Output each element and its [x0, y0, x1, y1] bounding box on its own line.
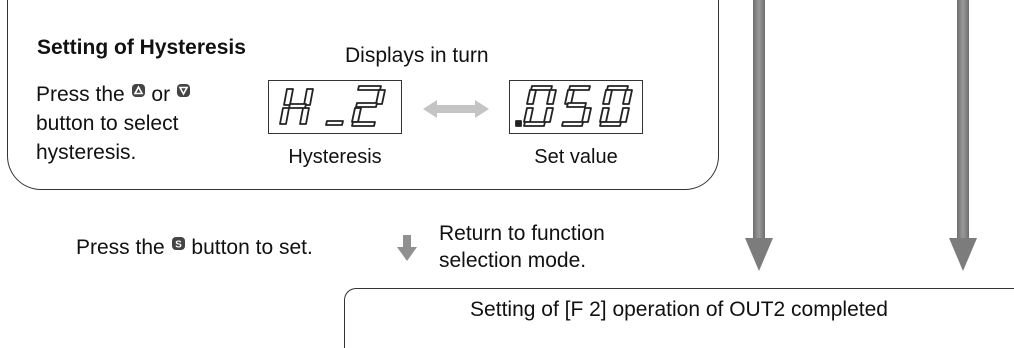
displays-caption: Displays in turn	[345, 44, 489, 67]
left-display-digits	[279, 85, 386, 127]
completed-label: Setting of [F 2] operation of OUT2 compl…	[470, 298, 888, 321]
left-display	[268, 80, 402, 134]
panel-title: Setting of Hysteresis	[37, 36, 246, 59]
instruction-or: or	[151, 83, 171, 106]
up-button-icon	[131, 84, 145, 97]
down-arrow-icon	[744, 0, 774, 277]
right-display-digits	[515, 85, 633, 127]
hysteresis-panel	[7, 0, 719, 190]
press-pre: Press the	[76, 236, 165, 259]
instruction-line3: hysteresis.	[36, 141, 137, 164]
instruction-text: Press the or button to select hysteresis…	[36, 80, 266, 167]
svg-text:S: S	[175, 240, 182, 251]
left-display-caption: Hysteresis	[288, 146, 382, 168]
press-post: button to set.	[191, 236, 313, 259]
instruction-pre: Press the	[36, 83, 125, 106]
return-line1: Return to function	[439, 222, 605, 245]
small-down-arrow-icon	[396, 234, 418, 267]
instruction-line2: button to select	[36, 112, 179, 135]
press-set-text: Press the S button to set.	[76, 236, 313, 260]
completed-box	[344, 288, 1014, 348]
down-arrow-icon-2	[948, 0, 978, 277]
return-line2: selection mode.	[439, 249, 587, 272]
down-button-icon	[176, 84, 190, 97]
right-display-caption: Set value	[534, 146, 618, 168]
double-arrow-icon	[421, 97, 491, 126]
right-display	[509, 80, 643, 134]
return-text: Return to function selection mode.	[439, 220, 605, 274]
s-button-icon: S	[171, 237, 185, 251]
